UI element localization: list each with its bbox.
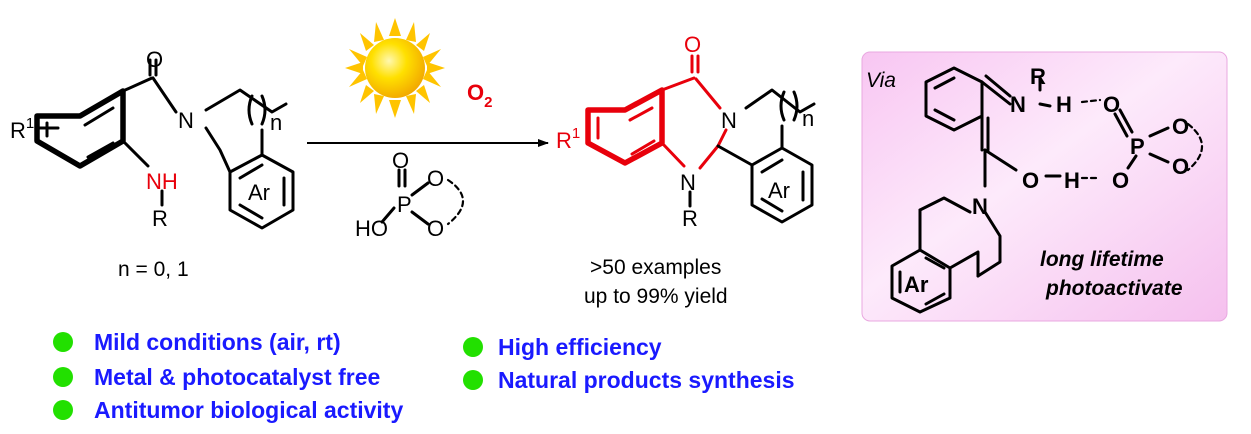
- catalyst-double-oxygen: O: [392, 148, 409, 173]
- product-ar: Ar: [768, 178, 790, 203]
- product-r1: R1: [556, 125, 580, 153]
- reactant-r: R: [152, 206, 168, 231]
- catalyst-phosphorus: P: [397, 192, 412, 217]
- phosphoric-acid-catalyst: O P O O HO: [355, 148, 464, 241]
- bullet-icon: [463, 370, 483, 390]
- reactant-ring-size-label: n: [270, 110, 282, 135]
- catalyst-lower-oxygen: O: [427, 216, 444, 241]
- mechanism-h2: H: [1064, 168, 1080, 193]
- bullet-icon: [53, 367, 73, 387]
- via-label: Via: [866, 69, 896, 92]
- reactant-structure: n O N NH R Ar R1 n = 0, 1: [10, 47, 295, 281]
- mechanism-h1: H: [1056, 92, 1072, 117]
- product-top-nitrogen: N: [721, 108, 737, 133]
- feature-metal-free: Metal & photocatalyst free: [94, 364, 380, 390]
- product-carbonyl-oxygen: O: [684, 32, 701, 57]
- oxidant-label: O2: [467, 80, 492, 111]
- product-yield: up to 99% yield: [584, 285, 728, 308]
- mechanism-imine-nitrogen: N: [1010, 92, 1026, 117]
- reactant-n-values: n = 0, 1: [118, 258, 189, 281]
- mechanism-note-line1: long lifetime: [1040, 248, 1164, 271]
- catalyst-hydroxyl: HO: [355, 216, 388, 241]
- mechanism-note-line2: photoactivate: [1045, 277, 1183, 300]
- feature-list: Mild conditions (air, rt) Metal & photoc…: [53, 329, 795, 423]
- reactant-r1: R1: [10, 115, 34, 143]
- catalyst-upper-oxygen: O: [427, 166, 444, 191]
- reactant-amide-nitrogen: N: [178, 108, 194, 133]
- product-ring-size-label: n: [802, 106, 814, 131]
- mechanism-phosphorus: P: [1130, 134, 1145, 159]
- feature-natural-products: Natural products synthesis: [498, 367, 795, 393]
- mechanism-ar: Ar: [904, 272, 929, 297]
- mechanism-panel: Via R N H O P: [861, 51, 1228, 322]
- feature-antitumor: Antitumor biological activity: [94, 397, 403, 423]
- bullet-icon: [463, 337, 483, 357]
- mechanism-amine-nitrogen: N: [972, 194, 988, 219]
- reactant-ar: Ar: [248, 180, 270, 205]
- product-structure: n O N N R Ar R1 >50 examples up to 99% y…: [556, 32, 816, 308]
- reaction-conditions: O2 O P O O HO: [307, 18, 549, 241]
- product-examples: >50 examples: [590, 256, 721, 279]
- sun-icon: [345, 18, 445, 118]
- mechanism-o1: O: [1103, 92, 1120, 117]
- bullet-icon: [53, 400, 73, 420]
- feature-mild-conditions: Mild conditions (air, rt): [94, 329, 341, 355]
- feature-high-efficiency: High efficiency: [498, 334, 662, 360]
- mechanism-r: R: [1030, 64, 1046, 89]
- bullet-icon: [53, 332, 73, 352]
- reactant-nh: NH: [146, 169, 178, 194]
- product-r: R: [682, 206, 698, 231]
- mechanism-o-right-top: O: [1172, 114, 1189, 139]
- mechanism-o-right-bottom: O: [1172, 154, 1189, 179]
- reactant-carbonyl-oxygen: O: [146, 47, 163, 72]
- mechanism-o2: O: [1112, 168, 1129, 193]
- mechanism-enol-oxygen: O: [1022, 168, 1039, 193]
- product-bottom-nitrogen: N: [680, 170, 696, 195]
